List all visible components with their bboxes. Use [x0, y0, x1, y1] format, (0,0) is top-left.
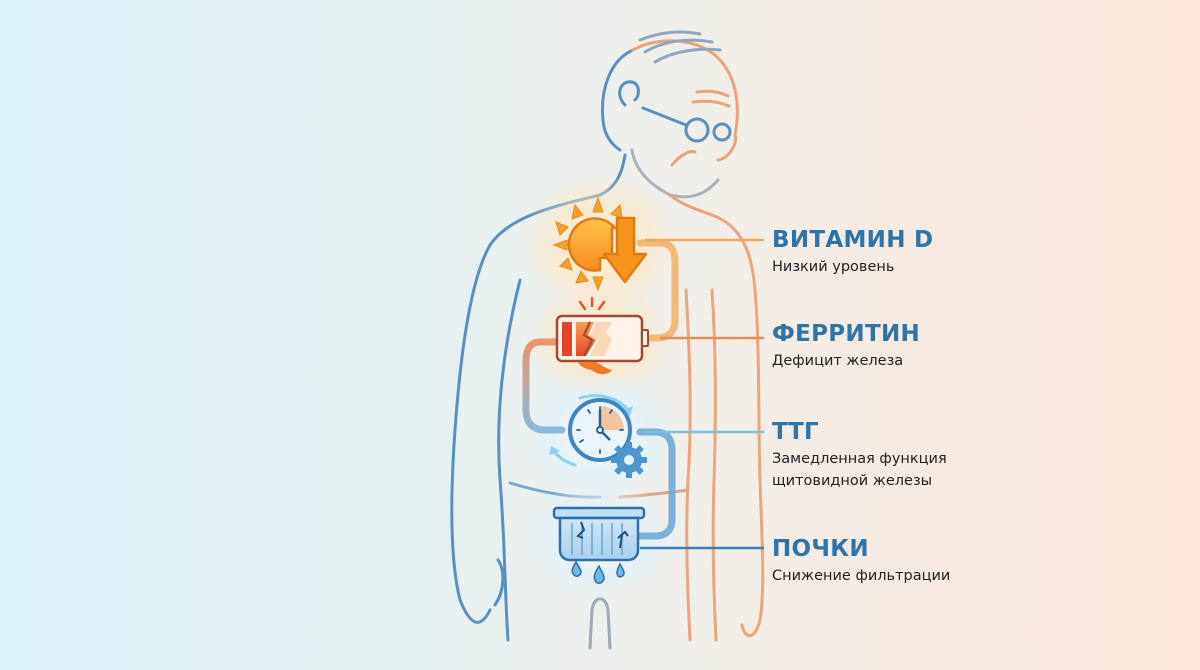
marker-title: ВИТАМИН D — [772, 227, 934, 253]
marker-title: ТТГ — [772, 419, 819, 445]
sun-down-arrow-icon — [552, 196, 648, 292]
label-vitamin-d: ВИТАМИН D Низкий уровень — [772, 226, 933, 278]
marker-description-line: щитовидной железы — [772, 473, 933, 489]
marker-description: Замедленная функция щитовидной железы — [772, 448, 947, 492]
right-arm-outline — [710, 213, 765, 638]
head-outline — [600, 48, 635, 152]
glasses-icon — [641, 106, 688, 127]
broken-battery-icon — [555, 296, 649, 375]
man-silhouette — [450, 30, 765, 650]
marker-description: Низкий уровень — [772, 259, 895, 275]
marker-description: Снижение фильтрации — [772, 568, 951, 584]
cracked-filter-drops-icon — [552, 506, 646, 584]
marker-title: ФЕРРИТИН — [772, 321, 921, 347]
clock-gear-icon — [549, 394, 647, 478]
marker-description: Дефицит железа — [772, 353, 904, 369]
marker-title: ПОЧКИ — [772, 536, 869, 562]
marker-description-line: Замедленная функция — [772, 451, 947, 467]
left-arm-outline — [450, 193, 602, 624]
label-tsh: ТТГ Замедленная функция щитовидной желез… — [772, 418, 947, 492]
leader-lines — [640, 238, 764, 550]
label-kidneys: ПОЧКИ Снижение фильтрации — [772, 535, 950, 587]
label-ferritin: ФЕРРИТИН Дефицит железа — [772, 320, 920, 372]
